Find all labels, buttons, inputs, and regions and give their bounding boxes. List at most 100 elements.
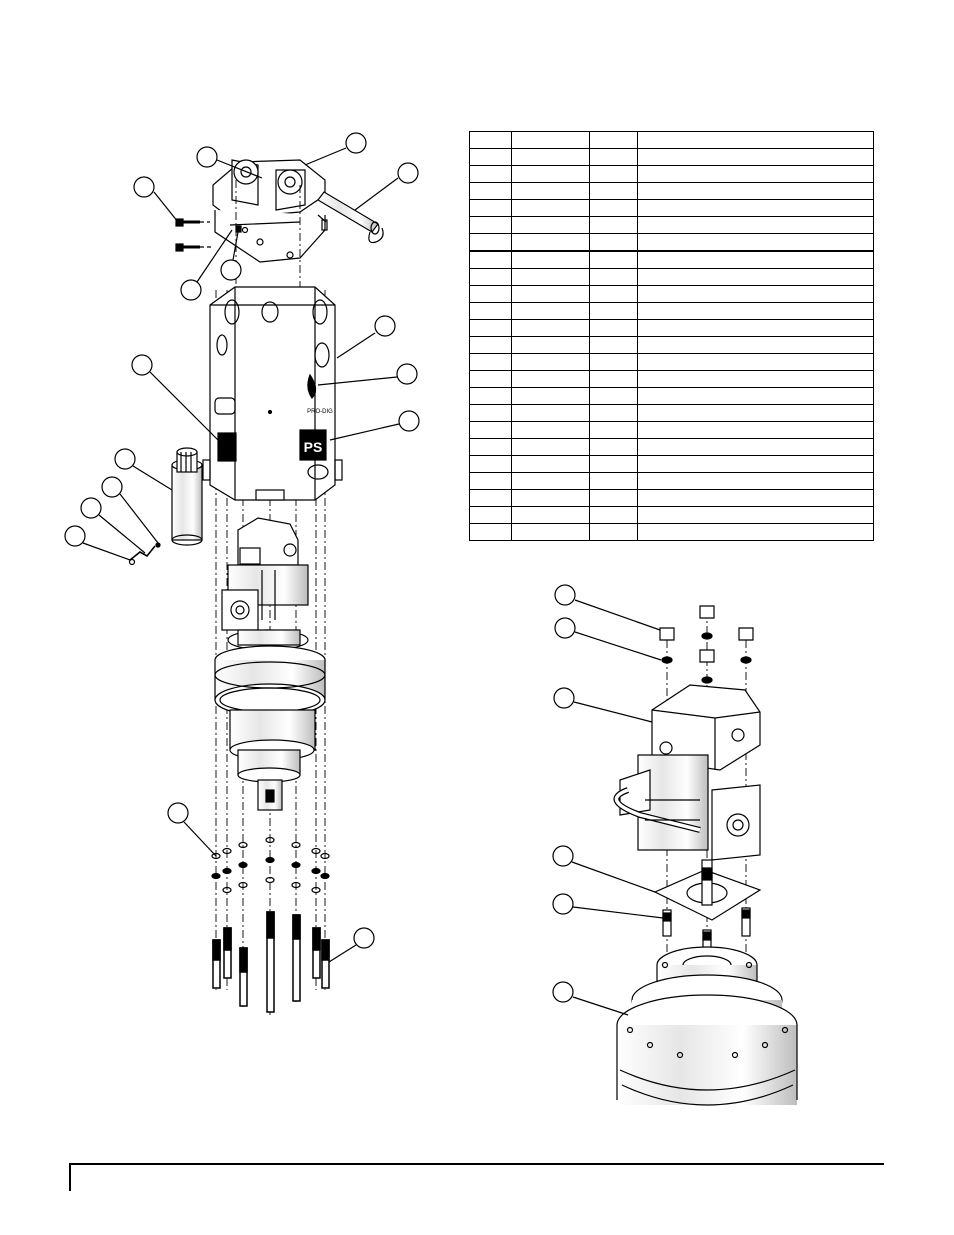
table-cell [511, 472, 590, 490]
callout-circle [554, 617, 576, 639]
table-row [469, 455, 874, 473]
footer-rule-vertical [69, 1163, 71, 1191]
nuts-and-washers [659, 605, 754, 684]
callout-circle [552, 845, 574, 867]
header-cell [511, 131, 590, 149]
table-cell [637, 319, 874, 337]
callout-circle [101, 476, 123, 498]
table-cell [469, 489, 512, 507]
callout-circle [64, 525, 86, 547]
table-cell [637, 387, 874, 405]
table-row [469, 182, 874, 200]
table-row [469, 404, 874, 422]
callout-circle [353, 927, 375, 949]
table-cell [511, 199, 590, 217]
table-cell [589, 336, 638, 354]
table-cell [511, 319, 590, 337]
table-cell [511, 182, 590, 200]
planetary-gearbox [214, 645, 326, 811]
table-row [469, 216, 874, 234]
table-cell [589, 165, 638, 183]
table-cell [589, 148, 638, 166]
callout-circle [397, 162, 419, 184]
table-cell [637, 353, 874, 371]
table-row [469, 233, 874, 252]
studs [662, 907, 751, 959]
callout-circle [374, 315, 396, 337]
table-row [469, 302, 874, 320]
table-cell [637, 216, 874, 234]
table-cell [469, 353, 512, 371]
ps-decal: PS [304, 439, 323, 455]
table-cell [589, 302, 638, 320]
callout-circle [345, 132, 367, 154]
table-cell [589, 353, 638, 371]
gearbox-housing [616, 946, 798, 1106]
right-callouts [552, 584, 664, 1016]
table-row [469, 438, 874, 456]
table-cell [637, 455, 874, 473]
callout-circle [552, 981, 574, 1003]
table-cell [511, 421, 590, 439]
table-row [469, 250, 874, 269]
table-cell [637, 370, 874, 388]
table-cell [589, 489, 638, 507]
table-cell [589, 455, 638, 473]
table-cell [511, 148, 590, 166]
callout-circle [552, 893, 574, 915]
hydraulic-motor [221, 517, 309, 651]
table-cell [589, 182, 638, 200]
motor-valve-block [613, 684, 761, 861]
table-cell [469, 199, 512, 217]
table-row [469, 353, 874, 371]
gasket [653, 859, 762, 921]
table-row [469, 199, 874, 217]
mounting-bracket [175, 159, 384, 263]
table-cell [469, 165, 512, 183]
table-cell [589, 233, 638, 252]
table-cell [637, 199, 874, 217]
table-cell [469, 250, 512, 269]
table-cell [637, 523, 874, 541]
table-row [469, 336, 874, 354]
header-cell [469, 131, 512, 149]
table-cell [589, 472, 638, 490]
table-cell [637, 148, 874, 166]
table-row [469, 268, 874, 286]
table-cell [511, 353, 590, 371]
table-cell [589, 268, 638, 286]
table-cell [589, 199, 638, 217]
table-cell [637, 285, 874, 303]
coupler-sleeve [128, 447, 203, 566]
table-row [469, 165, 874, 183]
table-cell [469, 216, 512, 234]
table-row [469, 285, 874, 303]
parts-list-table [469, 131, 874, 541]
header-cell [589, 131, 638, 149]
table-cell [469, 506, 512, 524]
left-callouts [64, 132, 420, 963]
table-cell [511, 250, 590, 269]
table-header-row [469, 131, 874, 149]
table-cell [469, 370, 512, 388]
table-cell [469, 455, 512, 473]
table-row [469, 421, 874, 439]
table-cell [469, 438, 512, 456]
callout-circle [133, 176, 155, 198]
table-cell [637, 438, 874, 456]
table-cell [637, 250, 874, 269]
table-row [469, 472, 874, 490]
left-exploded-assembly: PS PRO-DIG [64, 132, 420, 1015]
callout-circle [220, 259, 242, 281]
table-cell [511, 336, 590, 354]
table-cell [511, 216, 590, 234]
table-row [469, 506, 874, 524]
table-row [469, 387, 874, 405]
table-row [469, 319, 874, 337]
table-cell [589, 387, 638, 405]
callout-circle [167, 802, 189, 824]
callout-circle [553, 687, 575, 709]
table-cell [469, 472, 512, 490]
callout-circle [131, 354, 153, 376]
